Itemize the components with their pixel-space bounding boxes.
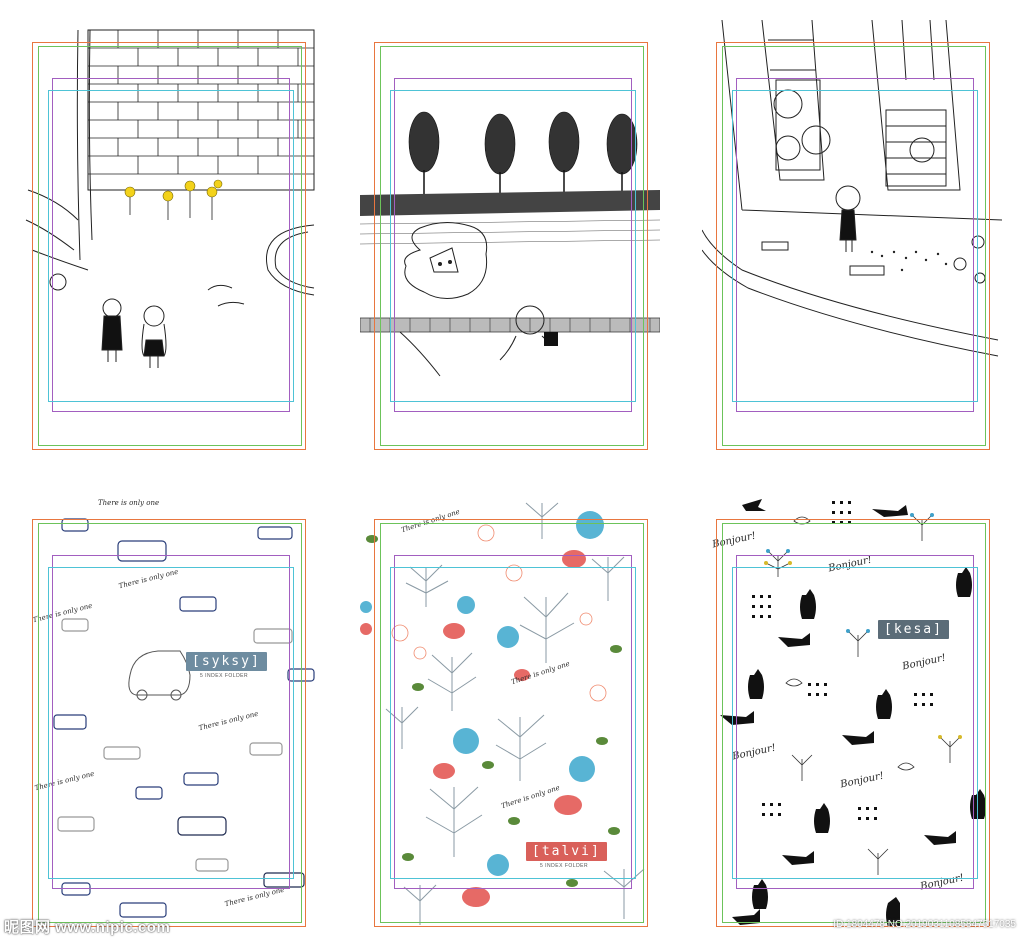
guide-purple xyxy=(736,555,974,889)
guide-orange xyxy=(32,519,306,927)
panel-tree-row-sketch xyxy=(360,20,660,450)
panel-trees-rabbits-pattern: There is only one There is only one Ther… xyxy=(360,497,660,927)
guide-purple xyxy=(394,78,632,412)
cars-pattern-illustration xyxy=(53,518,315,918)
folder-label-kesa: [kesa] xyxy=(878,620,949,639)
pattern-script-text: There is only one xyxy=(98,499,160,507)
guide-purple xyxy=(394,555,632,889)
guide-orange xyxy=(32,42,306,450)
guide-purple xyxy=(52,78,290,412)
guide-orange xyxy=(374,519,648,927)
guide-green xyxy=(380,46,644,446)
tree-row-illustration xyxy=(360,111,660,377)
guide-cyan xyxy=(390,90,636,402)
folder-sublabel: 5 INDEX FOLDER xyxy=(200,673,249,679)
panel-window-street-sketch xyxy=(702,20,1002,450)
panel-cars-pattern: There is only one There is only one Ther… xyxy=(18,497,318,927)
trees-rabbits-illustration xyxy=(360,502,645,925)
panel-birds-cats-pattern: Bonjour! Bonjour! Bonjour! Bonjour! Bonj… xyxy=(702,497,1002,927)
guide-green xyxy=(380,523,644,923)
guide-orange xyxy=(716,42,990,450)
guide-purple xyxy=(52,555,290,889)
guide-cyan xyxy=(732,567,978,879)
watermark-id: ID:1804478 NO:20190311085847517035 xyxy=(833,919,1016,930)
courtyard-illustration xyxy=(25,29,315,368)
guide-green xyxy=(722,523,986,923)
guide-green xyxy=(38,46,302,446)
guide-orange xyxy=(374,42,648,450)
folder-label-syksy: [syksy] xyxy=(186,652,267,671)
watermark-site: 昵图网 www.nipic.com xyxy=(4,919,171,936)
guide-purple xyxy=(736,78,974,412)
guide-cyan xyxy=(48,567,294,879)
guide-cyan xyxy=(732,90,978,402)
folder-sublabel: 5 INDEX FOLDER xyxy=(540,863,589,869)
folder-label-talvi: [talvi] xyxy=(526,842,607,861)
guide-cyan xyxy=(48,90,294,402)
panel-courtyard-sketch xyxy=(18,20,318,450)
guide-green xyxy=(722,46,986,446)
guide-orange xyxy=(716,519,990,927)
guide-green xyxy=(38,523,302,923)
guide-cyan xyxy=(390,567,636,879)
